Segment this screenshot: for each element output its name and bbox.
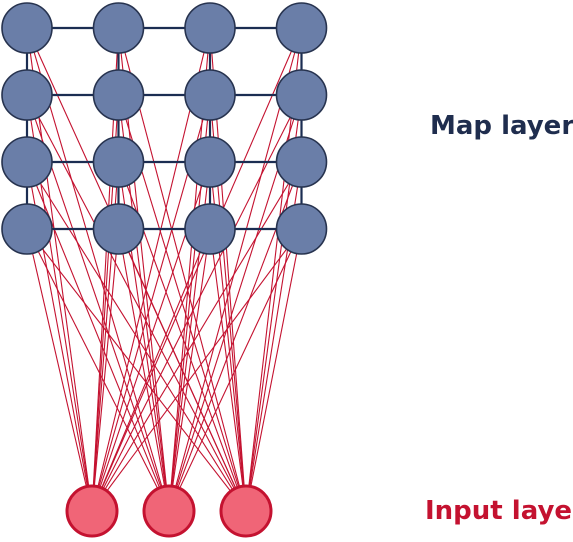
connection-line-input1-r4c3 xyxy=(91,228,211,512)
connection-line-input1-r4c1 xyxy=(26,228,93,512)
connection-line-input3-r4c1 xyxy=(26,228,247,512)
connection-line-input1-r1c4 xyxy=(91,27,303,512)
input-layer-label: Input layer xyxy=(425,496,573,526)
connection-line-input1-r4c2 xyxy=(91,228,120,512)
connection-line-input3-r4c4 xyxy=(245,228,303,512)
map-node-r1c4 xyxy=(275,2,328,54)
map-node-r2c1 xyxy=(1,69,53,121)
connection-line-input3-r4c2 xyxy=(117,228,247,512)
map-node-r2c2 xyxy=(92,69,145,121)
connection-lines xyxy=(26,27,303,512)
connection-line-input1-r4c4 xyxy=(91,228,302,512)
connection-line-input1-r2c4 xyxy=(91,94,302,512)
map-layer-nodes xyxy=(1,2,328,255)
map-node-r2c4 xyxy=(275,69,328,121)
input-node-1 xyxy=(65,484,119,538)
connection-line-input3-r3c1 xyxy=(26,161,247,512)
map-node-r2c3 xyxy=(184,69,236,121)
map-layer-label: Map layer xyxy=(430,111,573,141)
map-node-r3c1 xyxy=(1,136,53,188)
map-node-r1c2 xyxy=(92,2,145,54)
map-node-r4c4 xyxy=(275,203,328,255)
connection-line-input2-r4c3 xyxy=(168,228,211,512)
map-node-r3c4 xyxy=(275,136,328,188)
map-node-r4c2 xyxy=(92,203,145,255)
map-node-r3c3 xyxy=(184,136,236,188)
map-node-r4c1 xyxy=(1,203,53,255)
map-node-r1c3 xyxy=(184,2,236,54)
map-node-r1c1 xyxy=(1,2,53,54)
map-grid-lines xyxy=(25,26,303,231)
map-node-r3c2 xyxy=(92,136,145,188)
connection-line-input1-r3c4 xyxy=(91,161,302,512)
input-node-2 xyxy=(142,484,196,538)
connection-line-input2-r1c4 xyxy=(168,27,303,512)
connection-line-input2-r4c2 xyxy=(117,228,170,512)
connection-line-input3-r4c3 xyxy=(209,228,247,512)
map-node-r4c3 xyxy=(184,203,236,255)
input-layer-nodes xyxy=(65,484,273,538)
input-node-3 xyxy=(219,484,273,538)
connection-line-input2-r1c1 xyxy=(26,27,170,512)
connection-line-input2-r4c1 xyxy=(26,228,170,512)
connection-line-input3-r2c1 xyxy=(26,94,247,512)
